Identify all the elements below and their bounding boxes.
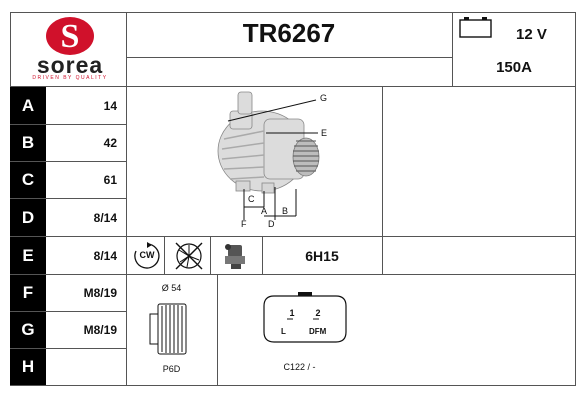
label-f: F (241, 219, 247, 229)
grid-line (452, 12, 453, 87)
voltage: 12 V (516, 26, 547, 43)
regulator-icon (222, 241, 250, 276)
row-label-f: F (10, 275, 46, 311)
grid-line (10, 124, 126, 125)
grid-line (10, 198, 126, 199)
row-value-g: M8/19 (83, 323, 117, 337)
brand-tagline: DRIVEN BY QUALITY (32, 75, 108, 81)
grid-line (575, 12, 576, 386)
grid-line (210, 236, 211, 275)
grid-line (382, 86, 383, 275)
battery-icon (459, 15, 493, 44)
crossed-fan-icon (173, 240, 205, 277)
pulley-icon (148, 300, 194, 363)
label-g: G (320, 93, 328, 103)
grid-line (10, 385, 576, 386)
row-label-d: D (10, 199, 46, 236)
grid-line (10, 161, 126, 162)
row-label-a: A (10, 87, 46, 124)
current: 150A (496, 59, 532, 76)
grid-line (10, 236, 576, 237)
part-number: TR6267 (242, 18, 336, 48)
svg-text:S: S (61, 18, 80, 55)
grid-line (10, 311, 126, 312)
row-label-e: E (10, 237, 46, 274)
grid-line (217, 274, 218, 386)
clockwise-rotation-icon (133, 242, 161, 275)
row-value-f: M8/19 (83, 286, 117, 300)
alternator-diagram (200, 89, 380, 235)
grid-line (10, 12, 576, 13)
pulley-diameter: Ø 54 (161, 283, 182, 293)
row-label-h: H (10, 349, 46, 385)
grid-line (10, 274, 576, 275)
row-value-b: 42 (103, 136, 117, 150)
brand-name: sorea (36, 52, 104, 78)
label-a: A (261, 206, 268, 216)
grid-line (164, 236, 165, 275)
row-value-e: 8/14 (93, 248, 117, 263)
grid-line (10, 86, 576, 87)
row-label-c: C (10, 162, 46, 198)
label-b: B (282, 206, 289, 216)
row-value-a: 14 (103, 98, 117, 113)
grid-line (262, 236, 263, 275)
row-label-b: B (10, 125, 46, 161)
grid-line (10, 348, 126, 349)
grid-line (126, 12, 127, 386)
connector-code: C122 / - (283, 362, 316, 372)
clock-position: 6H15 (305, 248, 339, 264)
label-e: E (321, 128, 328, 138)
label-d: D (268, 219, 275, 229)
sorea-logo: S sorea DRIVEN BY QUALITY (20, 14, 120, 84)
pulley-type: P6D (162, 364, 181, 374)
connector-label-l: L (281, 327, 286, 336)
row-value-c: 61 (103, 173, 117, 187)
connector-pin-1: 1 (289, 308, 295, 318)
row-value-d: 8/14 (93, 210, 117, 225)
grid-line (126, 57, 452, 58)
connector-icon (260, 290, 350, 353)
rotation-label: CW (139, 250, 155, 260)
label-c: C (248, 194, 255, 204)
row-value-h (47, 349, 123, 385)
row-label-g: G (10, 312, 46, 348)
connector-label-dfm: DFM (309, 327, 327, 336)
connector-pin-2: 2 (315, 308, 321, 318)
